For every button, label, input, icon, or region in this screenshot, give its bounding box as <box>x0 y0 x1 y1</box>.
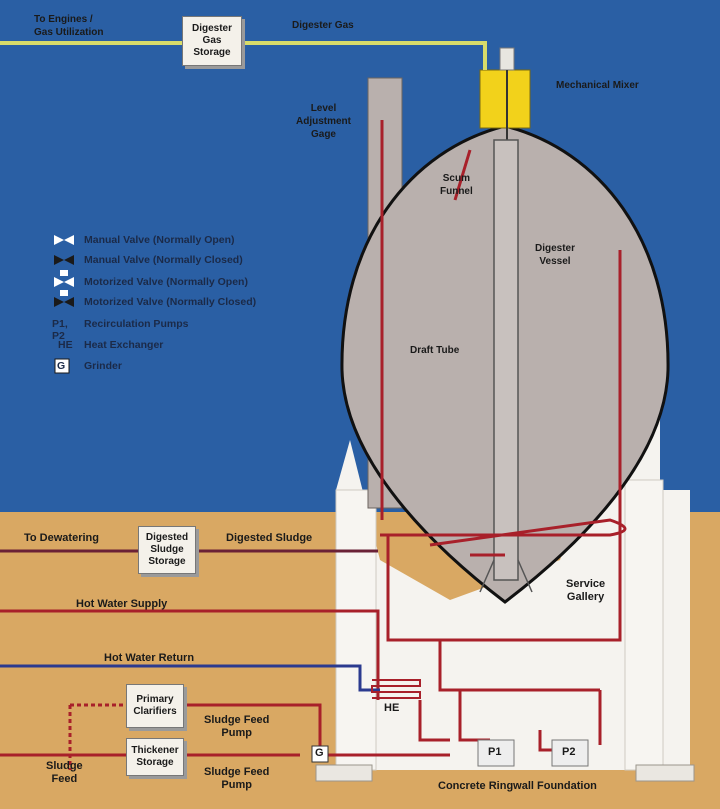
draft-tube <box>493 139 519 581</box>
legend-text: Motorized Valve (Normally Closed) <box>84 296 257 308</box>
gas-storage-box: Digester Gas Storage <box>182 16 242 66</box>
sludge-feed-pump-2-label: Sludge Feed Pump <box>204 766 270 791</box>
draft-tube-label: Draft Tube <box>410 345 460 356</box>
legend-text: Motorized Valve (Normally Open) <box>84 276 248 288</box>
mechanical-mixer-label: Mechanical Mixer <box>556 80 639 91</box>
motorized-valve-open-actuator <box>60 270 68 276</box>
motorized-valve-closed-icon <box>54 297 74 307</box>
digester-gas-label: Digester Gas <box>292 20 354 31</box>
mixer-motor <box>499 47 515 71</box>
grinder-legend-icon <box>54 358 70 374</box>
digested-storage-box: Digested Sludge Storage <box>138 526 196 574</box>
legend-symbol-text: G <box>57 360 66 372</box>
foundation-label: Concrete Ringwall Foundation <box>438 780 597 792</box>
to-engines-label: To Engines / Gas Utilization <box>34 14 104 38</box>
left-footing <box>315 764 373 782</box>
legend-text: Grinder <box>84 360 122 372</box>
hot-water-return-label: Hot Water Return <box>104 652 195 664</box>
legend-text: Manual Valve (Normally Open) <box>84 234 235 246</box>
legend-text: Recirculation Pumps <box>84 318 189 330</box>
gas-line-from-digester <box>244 41 487 70</box>
motorized-valve-closed-actuator <box>60 290 68 296</box>
motorized-valve-open-icon <box>54 277 74 287</box>
legend-text: Heat Exchanger <box>84 339 164 351</box>
legend-text: Manual Valve (Normally Closed) <box>84 254 243 266</box>
grinder <box>311 745 329 763</box>
p2-label: P2 <box>562 746 576 758</box>
primary-clarifiers-label: Primary Clarifiers <box>133 694 177 717</box>
g-label: G <box>315 747 324 759</box>
draft-tube-flare <box>479 559 533 593</box>
digested-sludge-label: Digested Sludge <box>226 532 313 544</box>
right-support-wall <box>624 479 664 771</box>
manual-valve-closed-icon <box>54 255 74 265</box>
digester-vessel-label: Digester Vessel <box>535 243 576 267</box>
level-gage-label: Level Adjustment Gage <box>296 103 351 140</box>
to-dewatering-label: To Dewatering <box>24 532 99 544</box>
sludge-feed-pump-1-label: Sludge Feed Pump <box>204 714 270 739</box>
he-label: HE <box>384 702 400 714</box>
digested-storage-label: Digested Sludge Storage <box>145 532 189 567</box>
p1-label: P1 <box>488 746 502 758</box>
hot-water-return-pipe <box>0 664 380 692</box>
left-support-wall <box>335 489 377 771</box>
service-gallery-label: Service Gallery <box>566 578 606 603</box>
legend-symbol-text: HE <box>58 339 73 351</box>
heat-exchanger-coil <box>371 679 421 699</box>
thickener-storage-label: Thickener Storage <box>131 745 179 768</box>
gas-storage-label: Digester Gas Storage <box>191 23 232 58</box>
pump-p2 <box>551 739 589 767</box>
sludge-feed-label: Sludge Feed <box>46 760 83 785</box>
right-footing <box>635 764 695 782</box>
manual-valve-open-icon <box>54 235 74 245</box>
legend-symbol-text: P1, P2 <box>52 318 68 342</box>
hot-water-supply-label: Hot Water Supply <box>76 598 168 610</box>
primary-clarifiers-box: Primary Clarifiers <box>126 684 184 728</box>
legend-symbols <box>54 235 74 374</box>
scum-funnel-label: Scum Funnel <box>440 173 473 197</box>
thickener-storage-box: Thickener Storage <box>126 738 184 776</box>
pump-p1 <box>477 739 515 767</box>
mechanical-mixer <box>479 69 531 129</box>
